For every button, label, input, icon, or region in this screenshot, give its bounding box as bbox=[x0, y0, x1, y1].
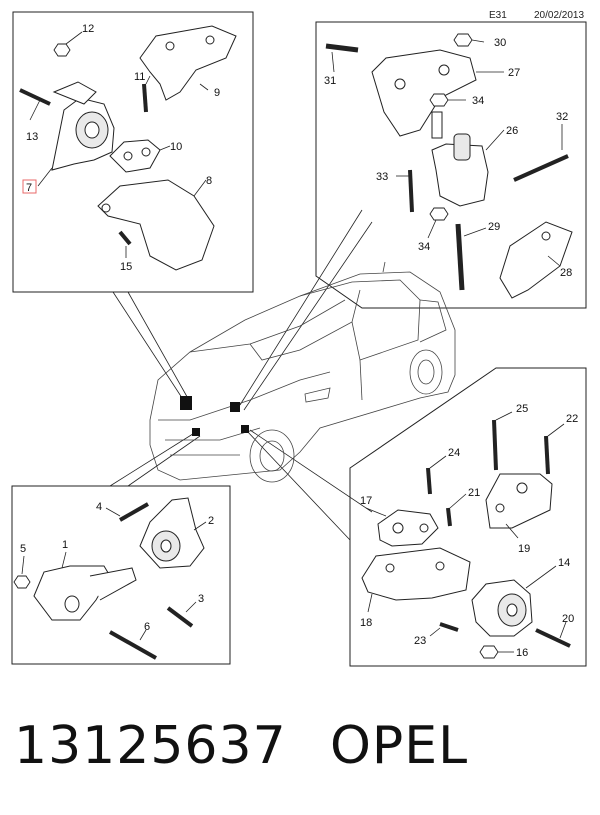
label-18: 18 bbox=[360, 617, 372, 629]
label-28: 28 bbox=[560, 267, 572, 279]
label-25: 25 bbox=[516, 403, 528, 415]
highlight-box-7 bbox=[22, 179, 37, 194]
part-1-mount bbox=[33, 565, 137, 621]
label-1: 1 bbox=[62, 539, 68, 551]
label-19: 19 bbox=[518, 543, 530, 555]
part-4-bolt bbox=[119, 502, 149, 522]
part-labels: 12 13 11 9 10 8 15 7 30 31 27 34 26 32 3… bbox=[20, 23, 578, 659]
label-23: 23 bbox=[414, 635, 426, 647]
label-24: 24 bbox=[448, 447, 460, 459]
diagram-code: E31 bbox=[489, 10, 507, 21]
label-29: 29 bbox=[488, 221, 500, 233]
part-30-nut bbox=[453, 33, 473, 47]
part-11-bolt bbox=[142, 83, 148, 113]
part-23-bolt bbox=[439, 622, 459, 632]
label-6: 6 bbox=[144, 621, 150, 633]
part-7-mount bbox=[51, 81, 115, 171]
label-8: 8 bbox=[206, 175, 212, 187]
part-21-bolt bbox=[446, 507, 452, 527]
part-2-mount bbox=[139, 497, 205, 569]
part-31-bolt bbox=[325, 43, 359, 53]
label-30: 30 bbox=[494, 37, 506, 49]
part-number: 13125637 bbox=[14, 716, 287, 776]
part-16-nut bbox=[479, 645, 499, 659]
part-29-bolt bbox=[455, 223, 465, 291]
part-10-mount bbox=[109, 139, 161, 173]
part-18-bracket bbox=[361, 547, 471, 601]
part-12-bolt bbox=[53, 43, 71, 57]
label-5: 5 bbox=[20, 543, 26, 555]
part-34-nut-b bbox=[429, 207, 449, 221]
label-4: 4 bbox=[96, 501, 102, 513]
part-20-bolt bbox=[535, 628, 571, 648]
label-26: 26 bbox=[506, 125, 518, 137]
panel-top-right bbox=[315, 21, 587, 309]
label-10: 10 bbox=[170, 141, 182, 153]
label-20: 20 bbox=[562, 613, 574, 625]
label-15: 15 bbox=[120, 261, 132, 273]
car-mount-points bbox=[180, 396, 249, 436]
part-33-bolt bbox=[408, 169, 414, 213]
label-17: 17 bbox=[360, 495, 372, 507]
label-32: 32 bbox=[556, 111, 568, 123]
part-17-mount bbox=[377, 509, 439, 547]
label-13: 13 bbox=[26, 131, 38, 143]
parts-diagram: 12 13 11 9 10 8 15 7 30 31 27 34 26 32 3… bbox=[11, 11, 587, 667]
car-outline bbox=[149, 261, 456, 483]
label-22: 22 bbox=[566, 413, 578, 425]
part-24-bolt bbox=[426, 467, 432, 495]
leader-lines bbox=[21, 31, 567, 653]
part-32-bolt bbox=[513, 154, 569, 182]
part-9-bracket bbox=[139, 25, 237, 101]
part-25-bolt bbox=[492, 419, 498, 471]
panel-bottom-right bbox=[349, 367, 587, 667]
part-34-nut-a bbox=[429, 93, 449, 107]
label-31: 31 bbox=[324, 75, 336, 87]
part-27-bracket bbox=[371, 49, 477, 137]
part-19-bracket bbox=[485, 473, 553, 529]
part-26-mount bbox=[431, 133, 489, 207]
part-22-bolt bbox=[544, 435, 550, 475]
part-15-bolt bbox=[118, 230, 132, 246]
label-34a: 34 bbox=[472, 95, 484, 107]
part-5-nut bbox=[13, 575, 31, 589]
label-9: 9 bbox=[214, 87, 220, 99]
label-21: 21 bbox=[468, 487, 480, 499]
label-16: 16 bbox=[516, 647, 528, 659]
panel-top-left bbox=[12, 11, 254, 293]
part-3-bolt bbox=[166, 606, 194, 628]
label-33: 33 bbox=[376, 171, 388, 183]
diagram-date: 20/02/2013 bbox=[534, 10, 585, 21]
label-2: 2 bbox=[208, 515, 214, 527]
label-27: 27 bbox=[508, 67, 520, 79]
pointer-lines bbox=[109, 209, 373, 541]
panel-bottom-left bbox=[11, 485, 231, 665]
label-34b: 34 bbox=[418, 241, 430, 253]
part-8-bracket bbox=[97, 179, 215, 271]
label-12: 12 bbox=[82, 23, 94, 35]
label-14: 14 bbox=[558, 557, 570, 569]
part-sleeve bbox=[431, 111, 443, 139]
brand-name: OPEL bbox=[330, 716, 469, 776]
label-7: 7 bbox=[26, 182, 32, 194]
label-3: 3 bbox=[198, 593, 204, 605]
part-14-mount bbox=[471, 579, 533, 637]
label-11: 11 bbox=[134, 71, 145, 83]
part-6-bolt bbox=[109, 630, 157, 660]
part-13-bolt bbox=[19, 88, 51, 106]
part-28-bracket bbox=[499, 221, 573, 299]
